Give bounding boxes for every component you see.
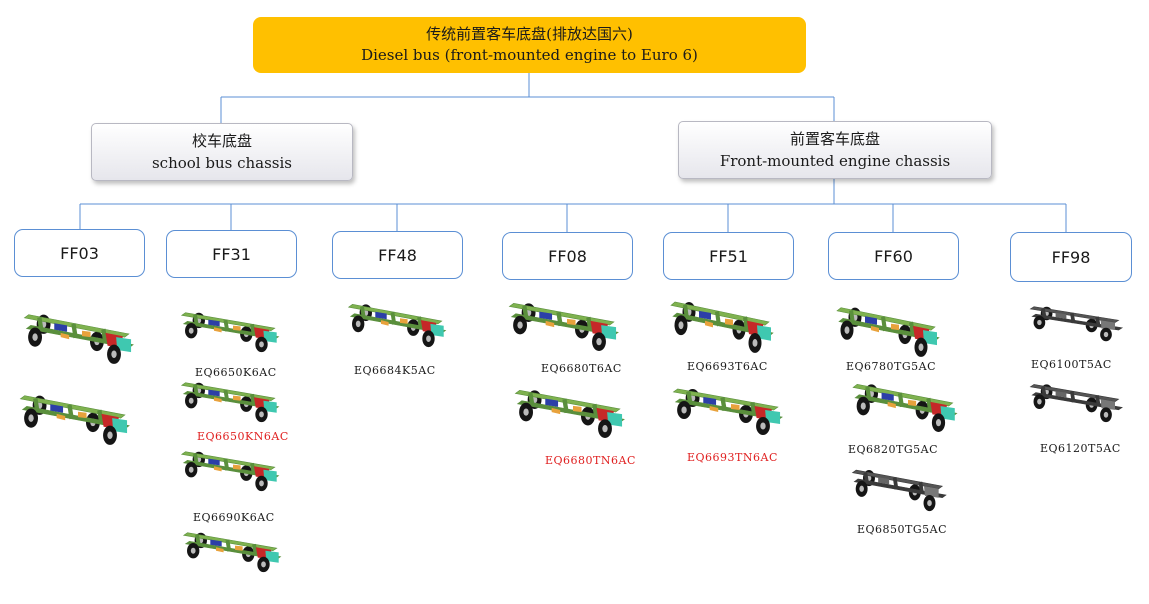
category-name-en: school bus chassis — [151, 154, 292, 172]
chassis-image-colored — [19, 395, 130, 445]
model-label: EQ6693T6AC — [687, 360, 768, 373]
family-ff03: FF03 — [14, 229, 145, 277]
family-label: FF60 — [874, 246, 913, 266]
model-label: EQ6100T5AC — [1031, 358, 1112, 371]
root-title-cn: 传统前置客车底盘(排放达国六) — [426, 25, 633, 43]
model-label: EQ6820TG5AC — [848, 443, 939, 456]
family-label: FF08 — [548, 246, 587, 266]
family-label: FF03 — [60, 243, 99, 263]
chassis-image-dark — [1029, 306, 1124, 342]
category-name-en: Front-mounted engine chassis — [719, 152, 951, 170]
family-ff31: FF31 — [166, 230, 297, 278]
chassis-image-colored — [180, 451, 280, 492]
chassis-image-colored — [514, 390, 625, 438]
chassis-image-colored — [852, 384, 958, 432]
chassis-image-dark — [1029, 384, 1123, 423]
category-school-bus: 校车底盘 school bus chassis — [91, 123, 353, 181]
root-title-en: Diesel bus (front-mounted engine to Euro… — [361, 46, 698, 64]
model-label: EQ6690K6AC — [193, 511, 275, 524]
family-label: FF31 — [212, 244, 251, 264]
family-ff48: FF48 — [332, 231, 463, 279]
chassis-image-colored — [672, 388, 783, 435]
chassis-image-colored — [836, 307, 940, 357]
chassis-image-colored — [180, 312, 280, 353]
model-label: EQ6680T6AC — [541, 362, 622, 375]
model-label: EQ6780TG5AC — [846, 360, 937, 373]
chassis-image-colored — [347, 304, 447, 348]
family-ff98: FF98 — [1010, 232, 1132, 282]
chassis-image-colored — [180, 382, 280, 423]
family-ff60: FF60 — [828, 232, 959, 280]
family-label: FF98 — [1051, 247, 1091, 267]
model-label-highlighted: EQ6680TN6AC — [545, 454, 636, 467]
model-label: EQ6684K5AC — [354, 364, 436, 377]
model-label: EQ6650K6AC — [195, 366, 277, 379]
model-label: EQ6850TG5AC — [857, 523, 948, 536]
root-node: 传统前置客车底盘(排放达国六) Diesel bus (front-mounte… — [253, 17, 806, 73]
chassis-image-dark — [851, 469, 947, 512]
category-front-mounted: 前置客车底盘 Front-mounted engine chassis — [678, 121, 992, 179]
family-label: FF51 — [709, 246, 748, 266]
chassis-image-colored — [23, 314, 134, 364]
category-name-cn: 前置客车底盘 — [789, 130, 880, 148]
family-ff08: FF08 — [502, 232, 633, 280]
family-label: FF48 — [378, 245, 417, 265]
chassis-image-colored — [508, 303, 619, 351]
chassis-image-colored — [670, 301, 774, 353]
chassis-image-colored — [182, 532, 282, 573]
model-label-highlighted: EQ6693TN6AC — [687, 451, 778, 464]
family-ff51: FF51 — [663, 232, 794, 280]
model-label-highlighted: EQ6650KN6AC — [197, 430, 289, 443]
model-label: EQ6120T5AC — [1040, 442, 1121, 455]
category-name-cn: 校车底盘 — [191, 132, 252, 150]
